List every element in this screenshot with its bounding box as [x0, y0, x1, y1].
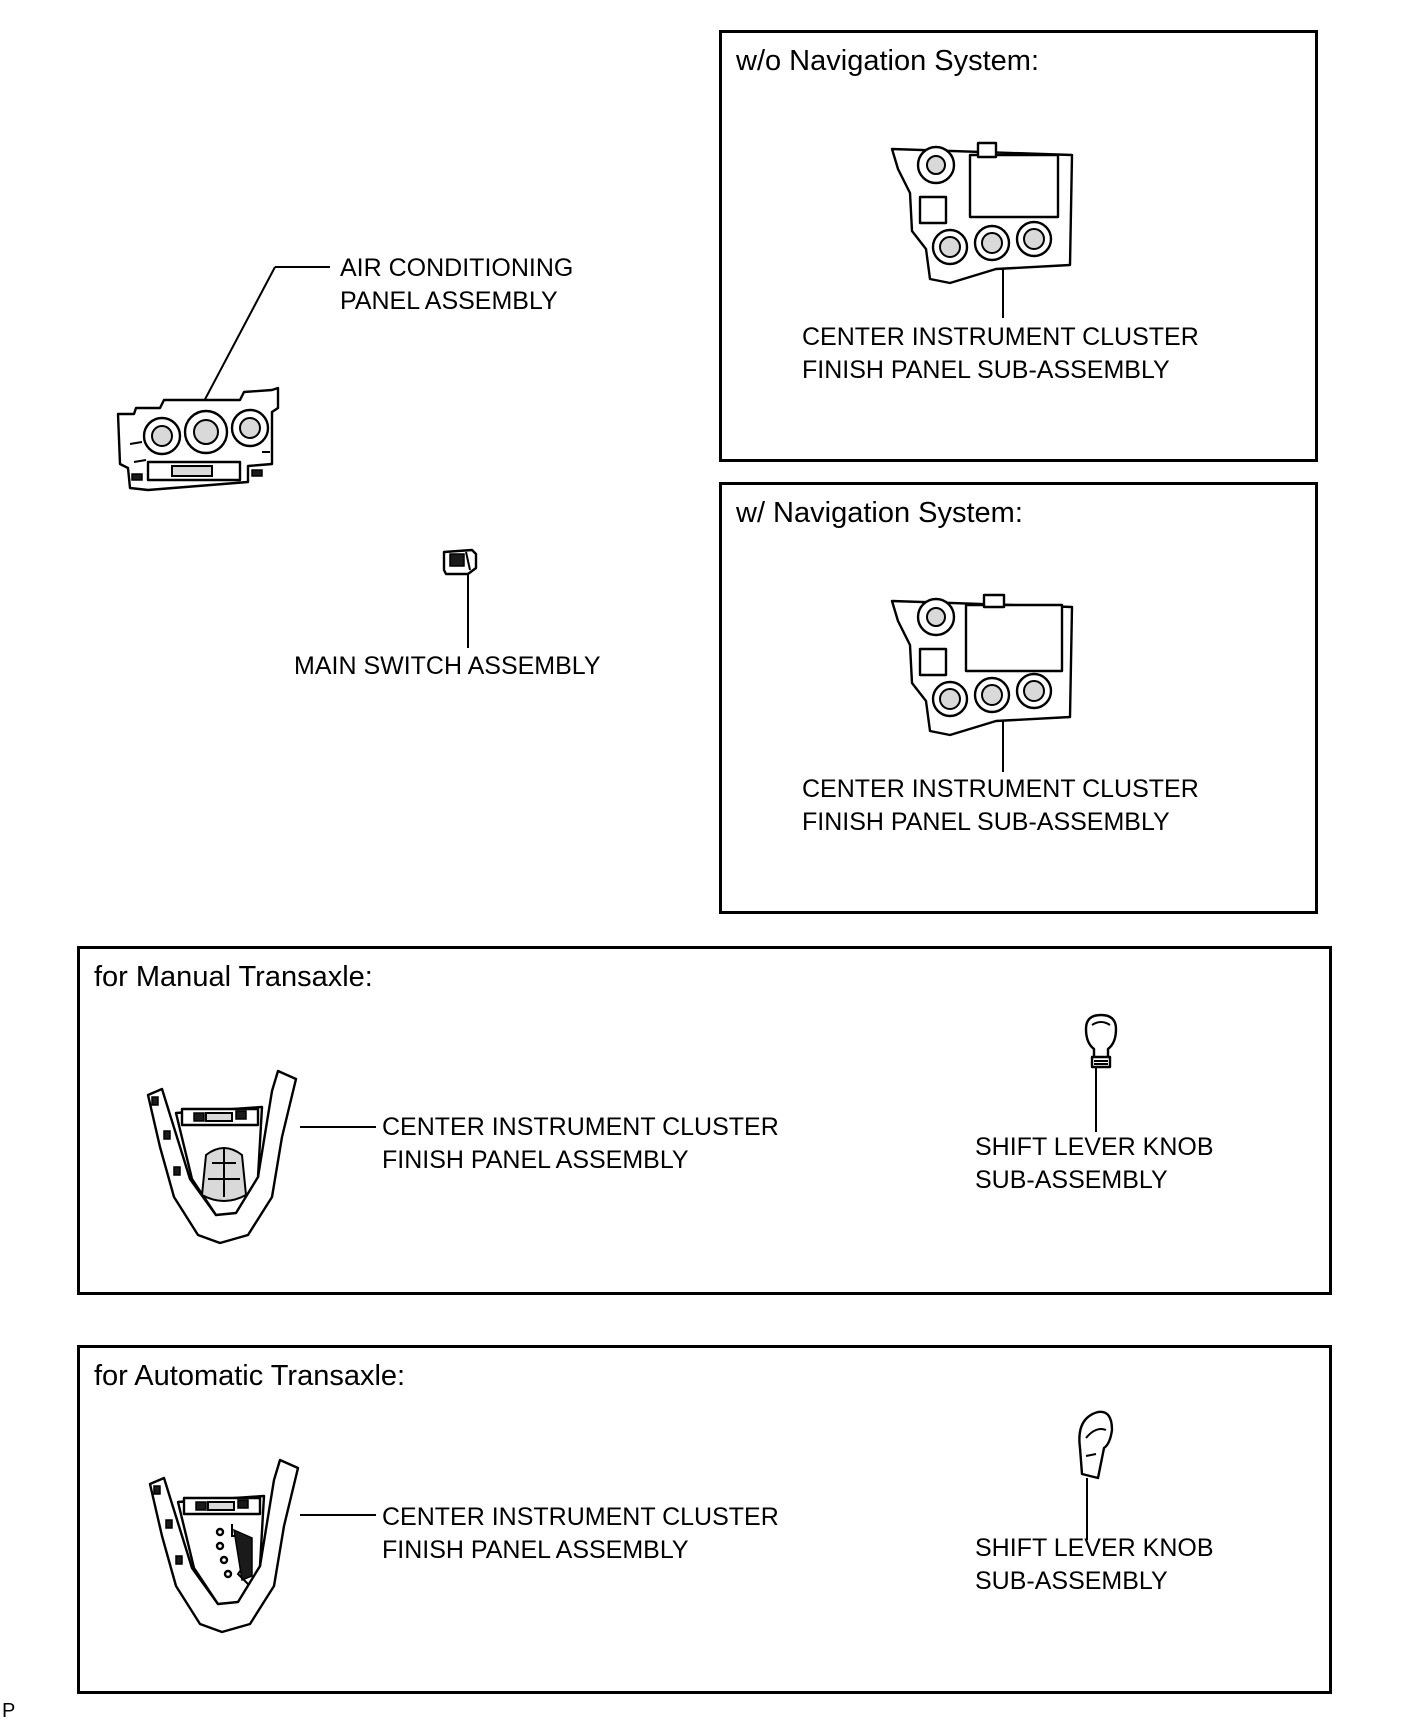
manual-knob-label: SHIFT LEVER KNOB SUB-ASSEMBLY [975, 1131, 1214, 1197]
ac-panel-label-line2: PANEL ASSEMBLY [340, 287, 558, 315]
manual-console-panel-illustration [146, 1069, 298, 1245]
manual-panel-label: CENTER INSTRUMENT CLUSTER FINISH PANEL A… [382, 1111, 779, 1177]
manual-knob-label-line2: SUB-ASSEMBLY [975, 1166, 1168, 1194]
automatic-shift-knob-illustration [1078, 1410, 1114, 1480]
w-nav-part-label-line1: CENTER INSTRUMENT CLUSTER [802, 775, 1199, 803]
manual-panel-label-line2: FINISH PANEL ASSEMBLY [382, 1146, 689, 1174]
w-nav-box: w/ Navigation System: CENTER INSTRUMENT … [719, 482, 1318, 914]
wo-nav-panel-illustration [890, 141, 1074, 285]
manual-transaxle-box: for Manual Transaxle: CENTER INSTRUMENT … [77, 946, 1332, 1295]
manual-panel-label-line1: CENTER INSTRUMENT CLUSTER [382, 1113, 779, 1141]
main-switch-label: MAIN SWITCH ASSEMBLY [294, 652, 601, 680]
ac-panel-label-line1: AIR CONDITIONING [340, 254, 574, 282]
corner-mark: P [2, 1700, 16, 1722]
wo-nav-box-title: w/o Navigation System: [736, 45, 1040, 77]
wo-nav-part-label-line1: CENTER INSTRUMENT CLUSTER [802, 323, 1199, 351]
wo-nav-part-label-line2: FINISH PANEL SUB-ASSEMBLY [802, 356, 1170, 384]
manual-transaxle-box-title: for Manual Transaxle: [94, 961, 373, 993]
auto-knob-label-line1: SHIFT LEVER KNOB [975, 1534, 1214, 1562]
auto-knob-label-line2: SUB-ASSEMBLY [975, 1567, 1168, 1595]
wo-nav-box: w/o Navigation System: CENTER INSTRUMENT… [719, 30, 1318, 462]
w-nav-part-label-line2: FINISH PANEL SUB-ASSEMBLY [802, 808, 1170, 836]
w-nav-part-label: CENTER INSTRUMENT CLUSTER FINISH PANEL S… [802, 773, 1199, 839]
ac-panel-illustration [116, 386, 280, 492]
auto-knob-label: SHIFT LEVER KNOB SUB-ASSEMBLY [975, 1532, 1214, 1598]
ac-panel-label: AIR CONDITIONING PANEL ASSEMBLY [340, 252, 573, 318]
wo-nav-part-label: CENTER INSTRUMENT CLUSTER FINISH PANEL S… [802, 321, 1199, 387]
auto-panel-label: CENTER INSTRUMENT CLUSTER FINISH PANEL A… [382, 1501, 779, 1567]
auto-panel-label-line1: CENTER INSTRUMENT CLUSTER [382, 1503, 779, 1531]
w-nav-panel-illustration [890, 593, 1074, 737]
automatic-transaxle-box-title: for Automatic Transaxle: [94, 1360, 406, 1392]
w-nav-box-title: w/ Navigation System: [736, 497, 1023, 529]
auto-panel-label-line2: FINISH PANEL ASSEMBLY [382, 1536, 689, 1564]
automatic-transaxle-box: for Automatic Transaxle: CENTER INSTRUME… [77, 1345, 1332, 1694]
manual-shift-knob-illustration [1084, 1013, 1118, 1069]
automatic-console-panel-illustration [148, 1458, 300, 1634]
manual-knob-label-line1: SHIFT LEVER KNOB [975, 1133, 1214, 1161]
main-switch-illustration [442, 548, 478, 576]
